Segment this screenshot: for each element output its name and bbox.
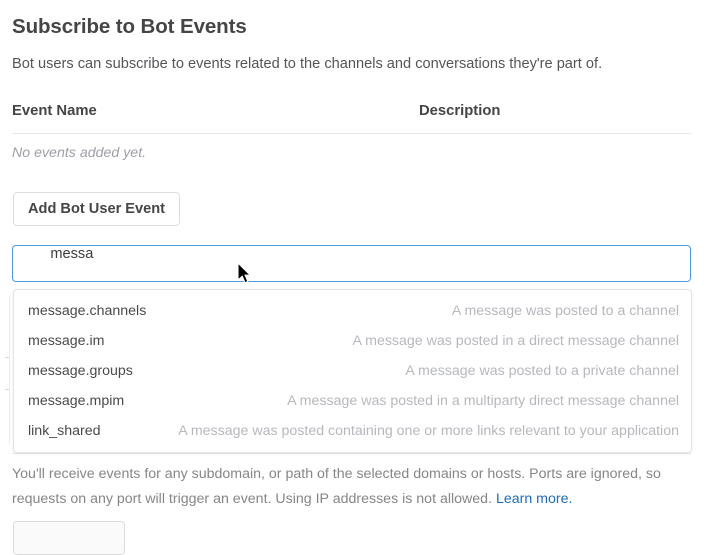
obscured-background-rule <box>9 296 10 444</box>
dropdown-option-name: message.mpim <box>28 393 125 409</box>
obscured-background-tick <box>5 357 9 358</box>
page-title: Subscribe to Bot Events <box>12 15 247 38</box>
events-table-header: Event Name Description <box>12 103 691 123</box>
dropdown-option-description: A message was posted to a private channe… <box>405 363 679 379</box>
learn-more-link[interactable]: Learn more. <box>495 490 573 507</box>
dropdown-option-name: message.im <box>28 333 105 349</box>
column-header-description: Description <box>419 103 501 119</box>
dropdown-option-description: A message was posted containing one or m… <box>178 423 679 439</box>
dropdown-option-description: A message was posted to a channel <box>451 303 679 319</box>
footnote-body: You'll receive events for any subdomain,… <box>12 466 661 507</box>
event-search-input[interactable]: messa <box>12 245 691 307</box>
page-subtitle: Bot users can subscribe to events relate… <box>12 56 603 72</box>
add-bot-user-event-button[interactable]: Add Bot User Event <box>13 192 181 226</box>
dropdown-option-message-channels[interactable]: message.channels A message was posted to… <box>14 296 691 326</box>
event-search-input-text: messa <box>50 245 94 262</box>
footnote-divider <box>12 453 691 454</box>
dropdown-option-message-mpim[interactable]: message.mpim A message was posted in a m… <box>14 386 691 416</box>
bottom-partial-button[interactable] <box>13 521 125 555</box>
dropdown-option-description: A message was posted in a direct message… <box>352 333 680 349</box>
dropdown-option-name: message.channels <box>28 303 147 319</box>
obscured-background-tick <box>5 389 9 390</box>
event-suggestions-dropdown[interactable]: message.channels A message was posted to… <box>13 289 692 453</box>
dropdown-option-name: link_shared <box>28 423 101 439</box>
footnote-text: You'll receive events for any subdomain,… <box>12 462 684 511</box>
table-header-divider <box>12 133 691 134</box>
dropdown-option-description: A message was posted in a multiparty dir… <box>287 393 679 409</box>
dropdown-option-link-shared[interactable]: link_shared A message was posted contain… <box>14 416 691 446</box>
events-table-empty-message: No events added yet. <box>12 145 147 161</box>
subscribe-bot-events-page: Subscribe to Bot Events Bot users can su… <box>5 15 692 555</box>
dropdown-option-name: message.groups <box>28 363 133 379</box>
dropdown-option-message-im[interactable]: message.im A message was posted in a dir… <box>14 326 691 356</box>
column-header-event-name: Event Name <box>12 103 97 119</box>
dropdown-option-message-groups[interactable]: message.groups A message was posted to a… <box>14 356 691 386</box>
